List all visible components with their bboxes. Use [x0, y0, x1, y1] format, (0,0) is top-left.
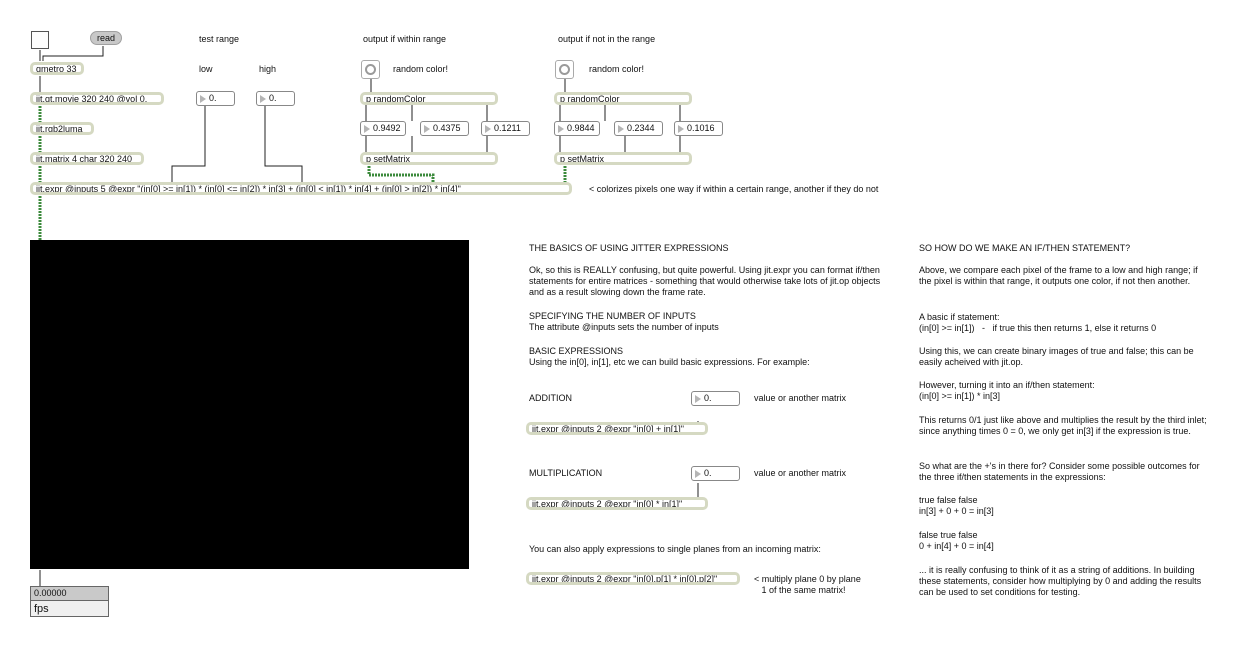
jit-pwindow-display[interactable] — [30, 240, 469, 569]
ifthen-title: SO HOW DO WE MAKE AN IF/THEN STATEMENT? — [919, 243, 1131, 253]
ifthen-p5: This returns 0/1 just like above and mul… — [919, 415, 1207, 436]
p-setmatrix-within[interactable]: p setMatrix — [360, 152, 498, 165]
random-color-label-1: random color! — [393, 64, 449, 74]
planes-note: < multiply plane 0 by plane 1 of the sam… — [754, 574, 861, 595]
multiplication-number-box[interactable]: 0. — [691, 466, 740, 481]
high-number-box[interactable]: 0. — [256, 91, 295, 106]
high-label: high — [259, 64, 277, 74]
ifthen-p2: A basic if statement: (in[0] >= in[1]) -… — [919, 312, 1157, 333]
random-color-label-2: random color! — [589, 64, 645, 74]
value-or-matrix-1: value or another matrix — [754, 393, 847, 403]
jit-expr-multiplication[interactable]: jit.expr @inputs 2 @expr "in[0] * in[1]" — [526, 497, 708, 510]
jit-rgb2luma-object[interactable]: jit.rgb2luma — [30, 122, 94, 135]
red-number-within[interactable]: 0.9492 — [360, 121, 406, 136]
jit-expr-planes[interactable]: jit.expr @inputs 2 @expr "in[0].p[1] * i… — [526, 572, 740, 585]
value-or-matrix-2: value or another matrix — [754, 468, 847, 478]
basics-body: Ok, so this is REALLY confusing, but qui… — [529, 265, 881, 297]
bang-random-color-not[interactable] — [555, 60, 574, 79]
blue-number-not[interactable]: 0.1016 — [674, 121, 723, 136]
p-setmatrix-not[interactable]: p setMatrix — [554, 152, 692, 165]
qmetro-object[interactable]: qmetro 33 — [30, 62, 84, 75]
inputs-body: The attribute @inputs sets the number of… — [529, 322, 719, 332]
low-number-box[interactable]: 0. — [196, 91, 235, 106]
output-not-label: output if not in the range — [558, 34, 656, 44]
ifthen-p1: Above, we compare each pixel of the fram… — [919, 265, 1198, 286]
green-number-within[interactable]: 0.4375 — [420, 121, 469, 136]
ifthen-p6: So what are the +'s in there for? Consid… — [919, 461, 1200, 482]
red-number-not[interactable]: 0.9844 — [554, 121, 600, 136]
bang-random-color-within[interactable] — [361, 60, 380, 79]
low-label: low — [199, 64, 213, 74]
addition-label: ADDITION — [529, 393, 573, 403]
bang-circle-icon — [365, 64, 376, 75]
test-range-label: test range — [199, 34, 240, 44]
output-within-label: output if within range — [363, 34, 447, 44]
fps-display: 0.00000 fps — [30, 586, 109, 617]
p-randomcolor-not[interactable]: p randomColor — [554, 92, 692, 105]
jit-qt-movie-object[interactable]: jit.qt.movie 320 240 @vol 0. — [30, 92, 164, 105]
ifthen-p7: true false false in[3] + 0 + 0 = in[3] — [919, 495, 994, 516]
read-message[interactable]: read — [90, 31, 122, 45]
blue-number-within[interactable]: 0.1211 — [481, 121, 530, 136]
colorize-comment: < colorizes pixels one way if within a c… — [589, 184, 879, 194]
inputs-title: SPECIFYING THE NUMBER OF INPUTS — [529, 311, 696, 321]
toggle-metro[interactable] — [31, 31, 49, 49]
ifthen-p9: ... it is really confusing to think of i… — [919, 565, 1202, 597]
jit-expr-addition[interactable]: jit.expr @inputs 2 @expr "in[0] + in[1]" — [526, 422, 708, 435]
planes-intro: You can also apply expressions to single… — [529, 544, 821, 554]
multiplication-label: MULTIPLICATION — [529, 468, 603, 478]
bang-circle-icon — [559, 64, 570, 75]
ifthen-p4: However, turning it into an if/then stat… — [919, 380, 1095, 401]
addition-number-box[interactable]: 0. — [691, 391, 740, 406]
ifthen-p8: false true false 0 + in[4] + 0 = in[4] — [919, 530, 994, 551]
basics-title: THE BASICS OF USING JITTER EXPRESSIONS — [529, 243, 729, 253]
jit-matrix-object[interactable]: jit.matrix 4 char 320 240 — [30, 152, 144, 165]
basic-expr-title: BASIC EXPRESSIONS — [529, 346, 624, 356]
p-randomcolor-within[interactable]: p randomColor — [360, 92, 498, 105]
green-number-not[interactable]: 0.2344 — [614, 121, 663, 136]
basic-expr-body: Using the in[0], in[1], etc we can build… — [529, 357, 810, 367]
jit-expr-main[interactable]: jit.expr @inputs 5 @expr "(in[0] >= in[1… — [30, 182, 572, 195]
fps-value: 0.00000 — [31, 587, 108, 601]
ifthen-p3: Using this, we can create binary images … — [919, 346, 1194, 367]
fps-label: fps — [34, 603, 49, 615]
